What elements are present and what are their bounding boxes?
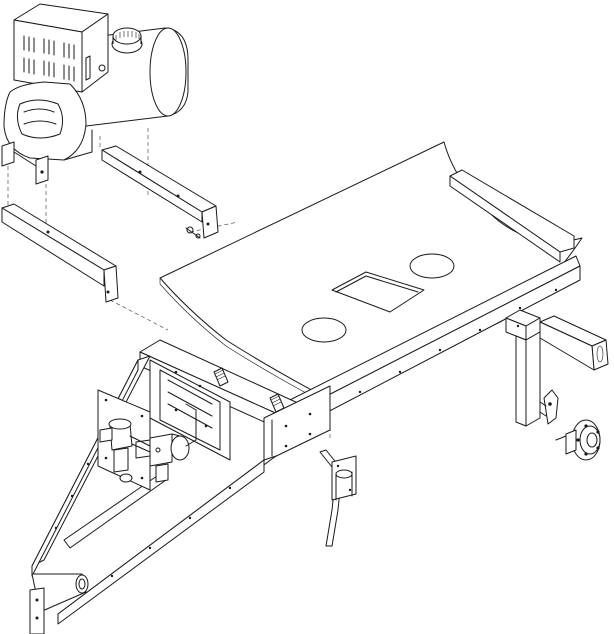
round-cutout-left xyxy=(301,317,347,343)
generator xyxy=(1,3,189,185)
round-cutout-right xyxy=(409,253,455,279)
bracket-arm xyxy=(319,449,357,547)
wheel-hub xyxy=(555,419,601,461)
deck-plate xyxy=(159,141,583,407)
vent-slots xyxy=(23,35,75,82)
hitch-coupler xyxy=(29,573,89,634)
jack-stand xyxy=(505,309,609,427)
mounting-bracket xyxy=(1,145,219,303)
valve-assembly xyxy=(97,389,197,491)
trailer-frame xyxy=(29,169,581,634)
